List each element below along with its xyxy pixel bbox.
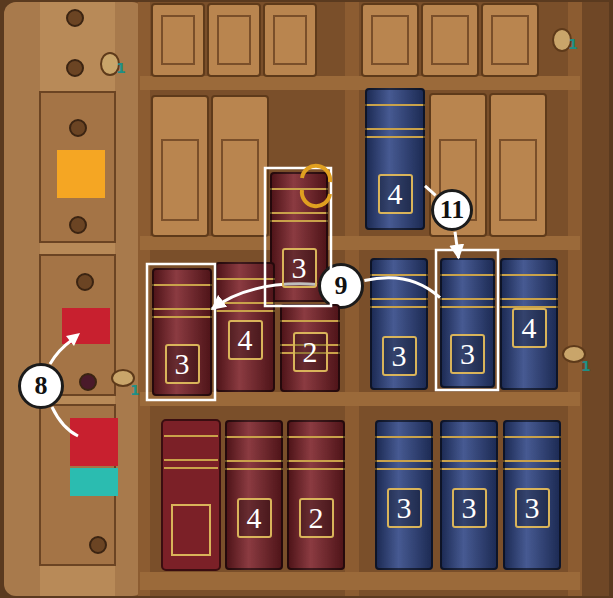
coin-value: 1: [581, 358, 591, 374]
callout-circle: 8: [18, 363, 64, 409]
book: 3: [503, 420, 561, 570]
book-number: 3: [452, 488, 487, 528]
book: 3: [152, 268, 212, 396]
callout-number: 11: [440, 196, 465, 224]
connector-arrow: [212, 284, 317, 309]
connector-arrow: [455, 232, 459, 258]
book-number: 4: [378, 174, 413, 214]
book: 4: [215, 262, 275, 392]
book-number: 3: [387, 488, 422, 528]
book-number: 3: [515, 488, 550, 528]
coin-value: 1: [130, 382, 140, 398]
callout-number: 9: [335, 272, 348, 300]
book: 2: [280, 304, 340, 392]
book: 3: [440, 420, 498, 570]
book-number: 3: [382, 336, 417, 376]
coin-value: 1: [568, 36, 578, 52]
coin-value: 1: [116, 60, 126, 76]
book: 4: [500, 258, 558, 390]
book: 2: [287, 420, 345, 570]
book: 3: [440, 258, 495, 388]
book-number: 2: [299, 498, 334, 538]
connector-arrow: [364, 278, 440, 298]
callout-number: 8: [35, 372, 48, 400]
book: 4: [225, 420, 283, 570]
book-number: 4: [237, 498, 272, 538]
book-number: 3: [282, 248, 317, 288]
book-number: 3: [165, 344, 200, 384]
book: 4: [365, 88, 425, 230]
callout-circle: 11: [431, 189, 473, 231]
book: 3: [370, 258, 428, 390]
book-number: 2: [293, 332, 328, 372]
book-number: 4: [228, 320, 263, 360]
book-number: 4: [512, 308, 547, 348]
book: 3: [375, 420, 433, 570]
callout-circle: 9: [318, 263, 364, 309]
book-number: 3: [450, 334, 485, 374]
connector-arrow: [425, 186, 436, 195]
